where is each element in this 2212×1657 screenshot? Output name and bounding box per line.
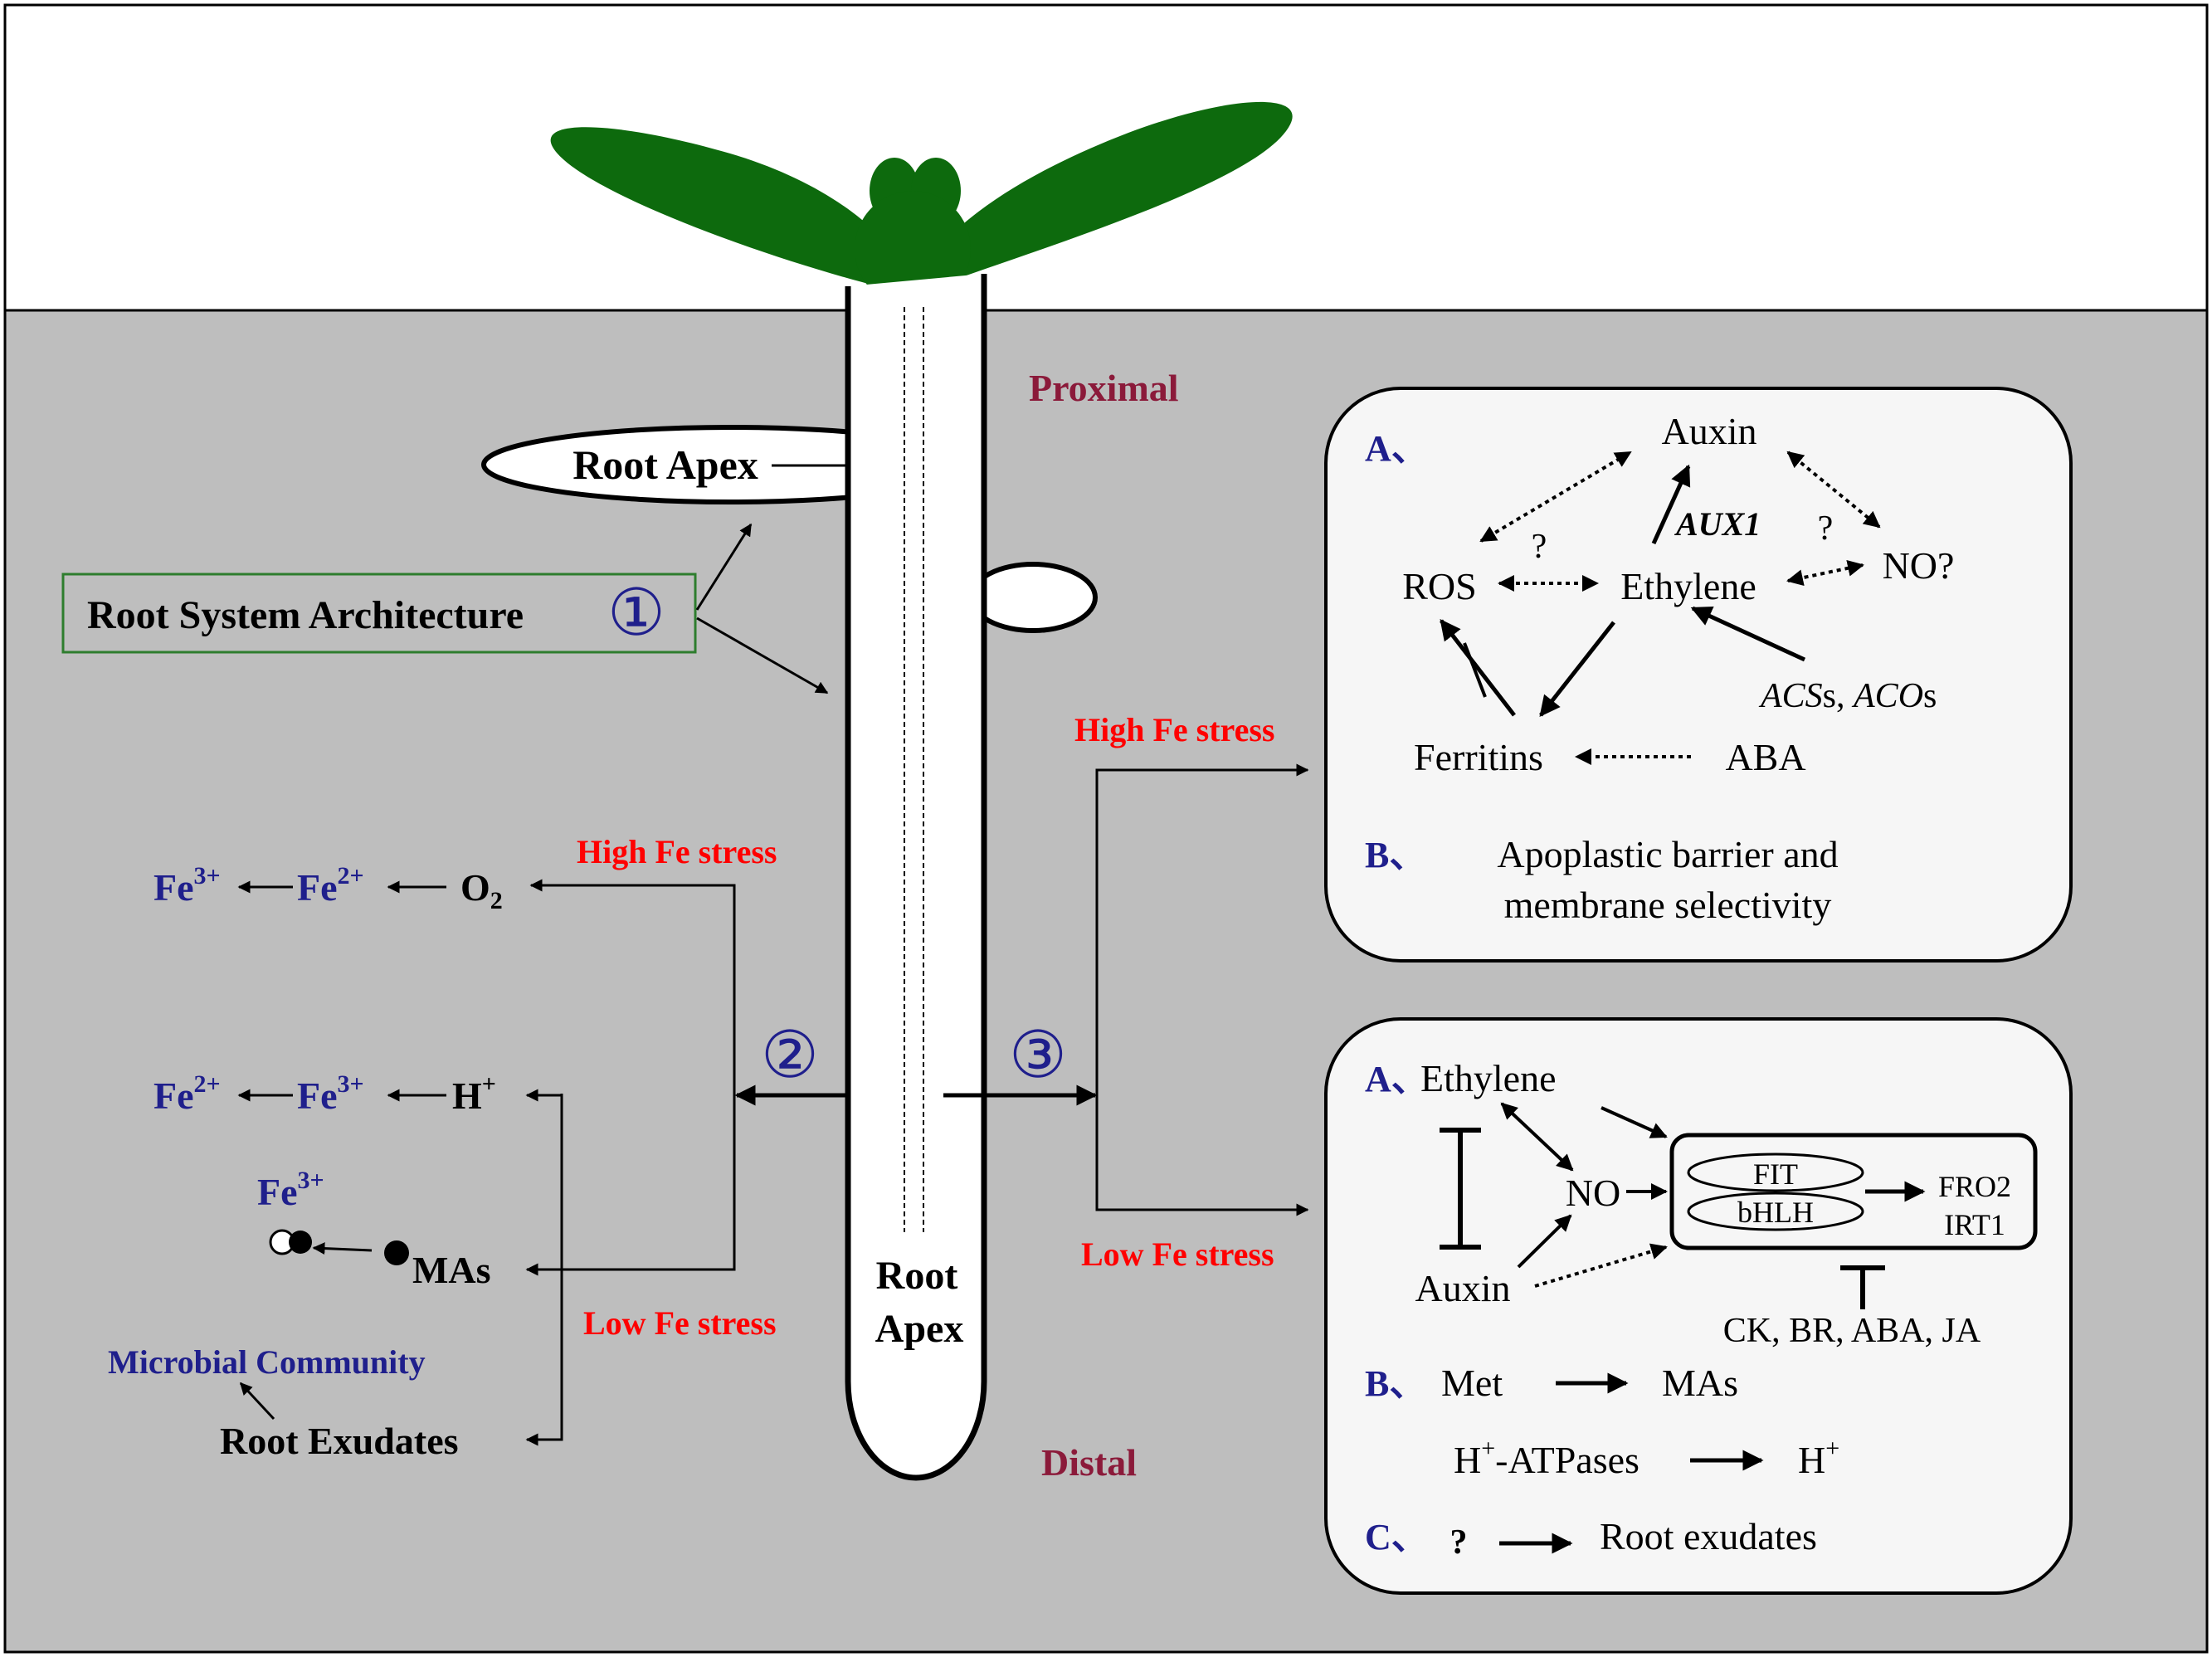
- seedling-leaves: [550, 101, 1293, 307]
- panel-high-ferritins: Ferritins: [1414, 736, 1543, 778]
- high-fe-stress-left-label: High Fe stress: [577, 833, 777, 870]
- panel-low-h-out: H+: [1798, 1435, 1839, 1481]
- high-fe-stress-right-label: High Fe stress: [1074, 711, 1274, 748]
- row1-fe3: Fe3+: [153, 862, 221, 909]
- circle-number-3: ③: [1009, 1019, 1067, 1091]
- main-root-apex-label-line2: Apex: [875, 1307, 964, 1351]
- branch-low-fe-left-mas: [525, 1095, 736, 1276]
- mas-bound-circle: [289, 1231, 312, 1254]
- panel-high-aba: ABA: [1725, 736, 1805, 778]
- panel-low-ethylene: Ethylene: [1420, 1057, 1557, 1099]
- arrow-ros-auxin: [1479, 451, 1632, 543]
- row1-fe2: Fe2+: [297, 862, 364, 909]
- mas-dot: [384, 1240, 409, 1265]
- panel-high-q1: ?: [1532, 528, 1547, 566]
- panel-high-aux1: AUX1: [1674, 505, 1761, 543]
- arrow-rsa-to-apex: [695, 523, 753, 611]
- main-root-apex-label-line1: Root: [876, 1254, 958, 1298]
- arrow-rsa-to-root: [696, 617, 829, 694]
- arrow-ethylene-ferritins: [1539, 621, 1615, 717]
- branch-high-fe-right: [1095, 763, 1309, 1095]
- panel-low-auxin: Auxin: [1415, 1267, 1511, 1309]
- row2-fe3: Fe3+: [297, 1070, 364, 1117]
- panel-high-acs-aco: ACSs, ACOs: [1758, 677, 1937, 715]
- row2-fe2: Fe2+: [153, 1070, 221, 1117]
- low-fe-stress-right-label: Low Fe stress: [1081, 1235, 1274, 1273]
- panel-low-c-marker: C、: [1365, 1517, 1428, 1557]
- root-apex-lateral-label: Root Apex: [572, 441, 758, 488]
- panel-high-ros: ROS: [1402, 565, 1476, 607]
- panel-high-no: NO?: [1883, 544, 1955, 587]
- arrow-auxin-no: [1517, 1214, 1572, 1269]
- fit-label: FIT: [1753, 1157, 1798, 1191]
- mas-fe3: Fe3+: [257, 1167, 324, 1213]
- circle-number-1: ①: [607, 577, 665, 649]
- arrow-ethylene-complex: [1601, 1106, 1668, 1138]
- row2-h: H+: [452, 1070, 496, 1117]
- branch-low-fe-right: [1095, 1095, 1309, 1216]
- branch-low-fe-left-main: [525, 1089, 563, 1446]
- block-cross-mark: [1463, 642, 1487, 698]
- panel-high-ethylene: Ethylene: [1620, 565, 1756, 607]
- arrow-auxin-complex: [1534, 1243, 1668, 1288]
- mas-label: MAs: [412, 1249, 491, 1291]
- panel-high-b-marker: B、: [1365, 835, 1425, 875]
- main-root: [845, 274, 987, 1481]
- proximal-label: Proximal: [1029, 367, 1179, 409]
- panel-low-b-marker: B、: [1365, 1363, 1425, 1404]
- arrow-acs-ethylene: [1690, 606, 1806, 662]
- arrow-mas-chelate: [312, 1242, 373, 1255]
- panel-high-q2: ?: [1818, 509, 1834, 548]
- arrow-ethylene-auxin: [1651, 464, 1691, 545]
- microbial-community-label: Microbial Community: [108, 1343, 426, 1381]
- row1-o2: O2: [460, 866, 503, 914]
- root-exudates-label: Root Exudates: [220, 1420, 459, 1462]
- lateral-root-right: [968, 562, 1098, 633]
- fit-bhlh-complex-box: [1669, 1133, 2038, 1250]
- inhibitor-hormones-label: CK, BR, ABA, JA: [1723, 1312, 1981, 1350]
- low-fe-stress-left-label: Low Fe stress: [583, 1304, 777, 1342]
- bhlh-oval: [1687, 1192, 1864, 1231]
- panel-high-auxin: Auxin: [1662, 410, 1757, 452]
- arrow-auxin-no: [1786, 451, 1881, 529]
- arrow-ethylene-no-bidir: [1500, 1102, 1574, 1172]
- panel-low-a-marker: A、: [1365, 1059, 1428, 1099]
- panel-low-mas: MAs: [1662, 1362, 1738, 1404]
- root-system-architecture-box: [61, 573, 697, 654]
- arrow-exudates-to-microbes: [239, 1382, 275, 1421]
- arrow-ferritins-ros-blocked: [1440, 619, 1516, 717]
- panel-low-h-atpases: H+-ATPases: [1454, 1435, 1640, 1481]
- panel-high-b-line1: Apoplastic barrier and: [1497, 833, 1838, 875]
- panel-low-met: Met: [1441, 1362, 1503, 1404]
- bhlh-label: bHLH: [1737, 1196, 1814, 1229]
- panel-low-c-q: ?: [1450, 1523, 1468, 1562]
- fro2-label: FRO2: [1938, 1170, 2011, 1203]
- panel-low-root-exudates: Root exudates: [1600, 1515, 1817, 1557]
- root-system-architecture-label: Root System Architecture: [87, 593, 524, 637]
- panel-high-b-line2: membrane selectivity: [1504, 884, 1832, 926]
- panel-low-no: NO: [1566, 1172, 1620, 1214]
- distal-label: Distal: [1041, 1441, 1137, 1484]
- panel-high-a-marker: A、: [1365, 428, 1428, 469]
- circle-number-2: ②: [761, 1019, 819, 1091]
- irt1-label: IRT1: [1944, 1208, 2005, 1241]
- fit-oval: [1687, 1153, 1864, 1192]
